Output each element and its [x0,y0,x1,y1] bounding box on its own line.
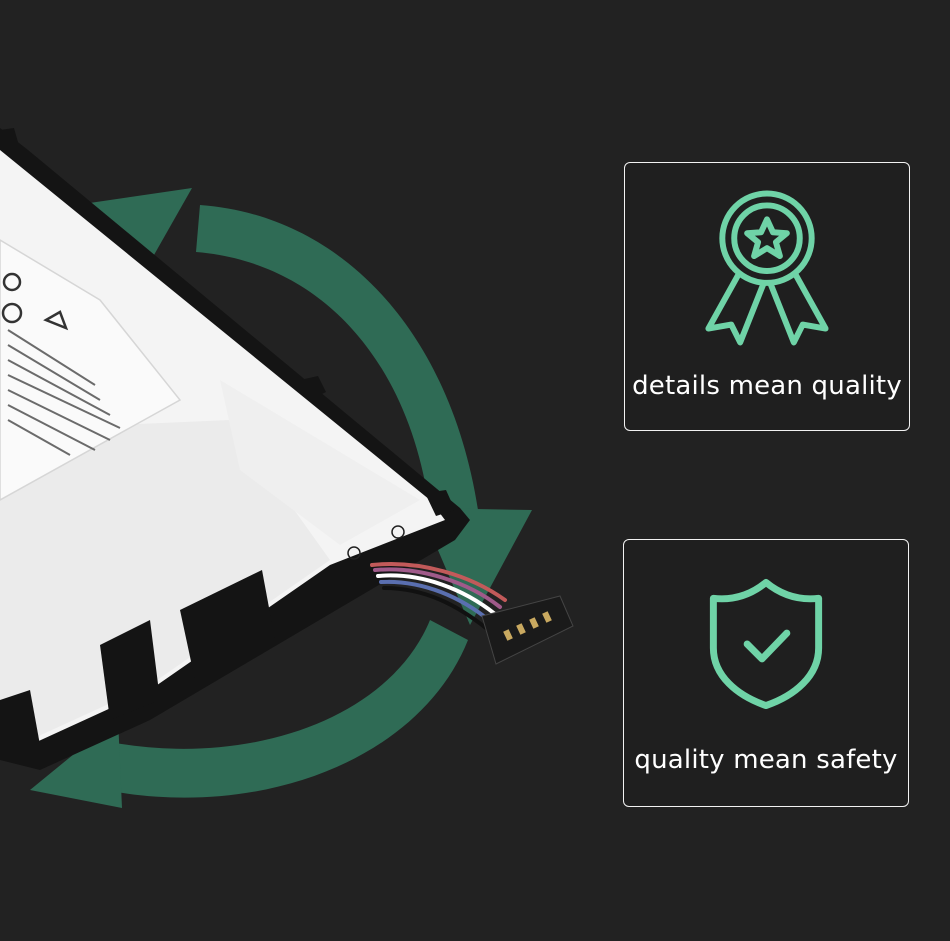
battery-clip [100,620,160,720]
battery-sticker-symbols [1,272,69,331]
battery-clip [180,570,275,680]
battery-panel-shade [0,420,330,740]
battery-sticker-lines [7,329,121,456]
cycle-arrow-band-bottom [105,620,468,798]
battery [0,128,470,770]
shield-check-icon [709,578,823,710]
battery-cable [370,562,507,630]
battery-polarity-marks [347,525,405,560]
battery-tab [0,128,18,150]
battery-label-sticker [0,239,182,501]
feature-card-quality: details mean quality [624,162,910,431]
battery-tab [300,376,326,400]
feature-label: details mean quality [632,371,902,401]
battery-clip [0,690,40,755]
award-ribbon-star-icon [705,190,829,346]
battery-connector [481,595,574,665]
cycle-arrow-band-right [196,205,478,512]
cycle-arrow-head-top [76,188,192,262]
feature-card-safety: quality mean safety [623,539,909,807]
battery-tab [425,490,455,516]
battery-panel-shade-2 [220,380,420,545]
feature-label: quality mean safety [634,745,898,775]
